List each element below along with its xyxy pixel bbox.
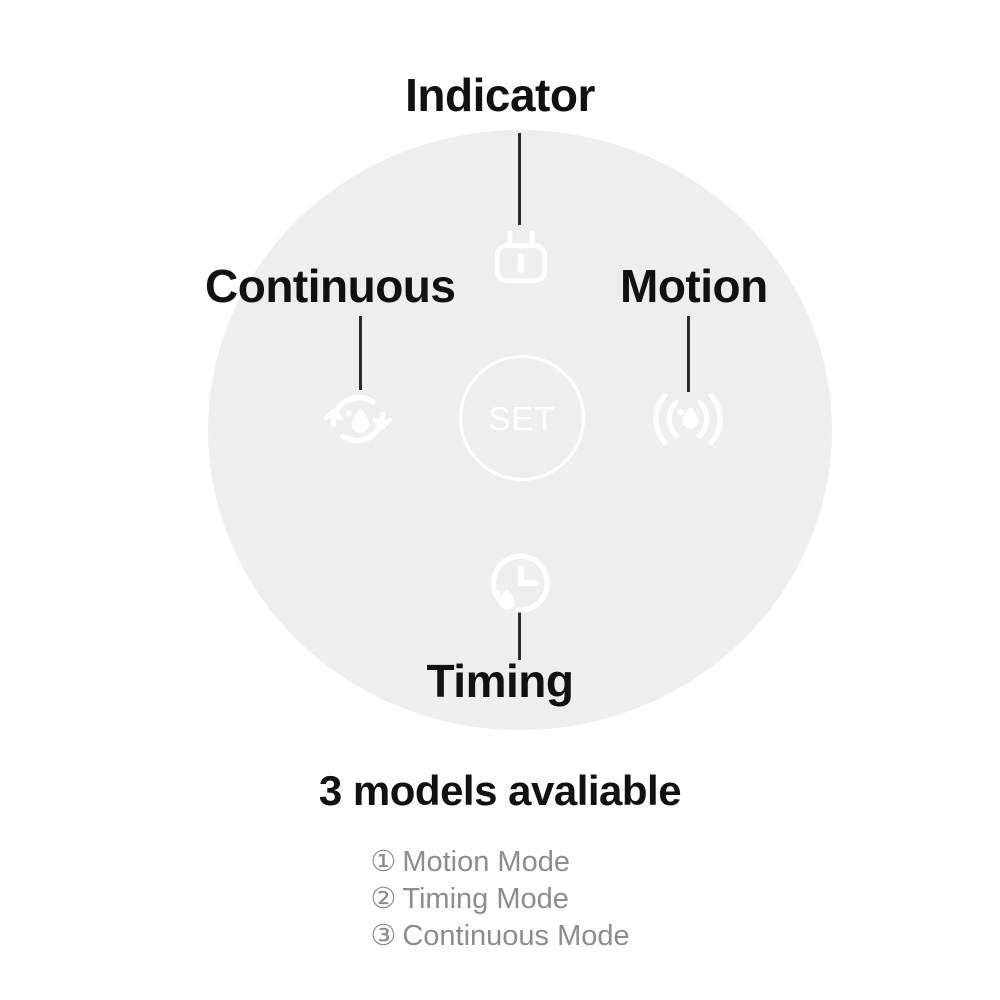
- list-marker: ①: [370, 846, 397, 878]
- clock-droplet-icon[interactable]: [483, 545, 559, 621]
- list-item-label: Timing Mode: [402, 883, 569, 916]
- list-item-label: Motion Mode: [402, 846, 570, 878]
- leader-line-motion: [687, 316, 690, 392]
- power-plug-icon[interactable]: [483, 222, 559, 298]
- leader-line-indicator: [518, 133, 521, 225]
- leader-line-continuous: [359, 316, 362, 390]
- set-button[interactable]: SET: [459, 355, 585, 481]
- set-button-label: SET: [488, 399, 556, 437]
- leader-line-timing: [518, 612, 521, 660]
- callout-label-motion: Motion: [620, 260, 768, 312]
- refresh-droplet-icon[interactable]: [320, 381, 396, 457]
- motion-sensor-droplet-icon[interactable]: [650, 381, 726, 457]
- list-marker: ②: [370, 883, 397, 916]
- callout-label-continuous: Continuous: [205, 260, 456, 312]
- list-marker: ③: [370, 920, 397, 953]
- caption-title: 3 models avaliable: [318, 767, 682, 814]
- list-item-label: Continuous Mode: [402, 920, 630, 953]
- callout-label-indicator: Indicator: [405, 69, 595, 121]
- callout-label-timing: Timing: [426, 655, 574, 707]
